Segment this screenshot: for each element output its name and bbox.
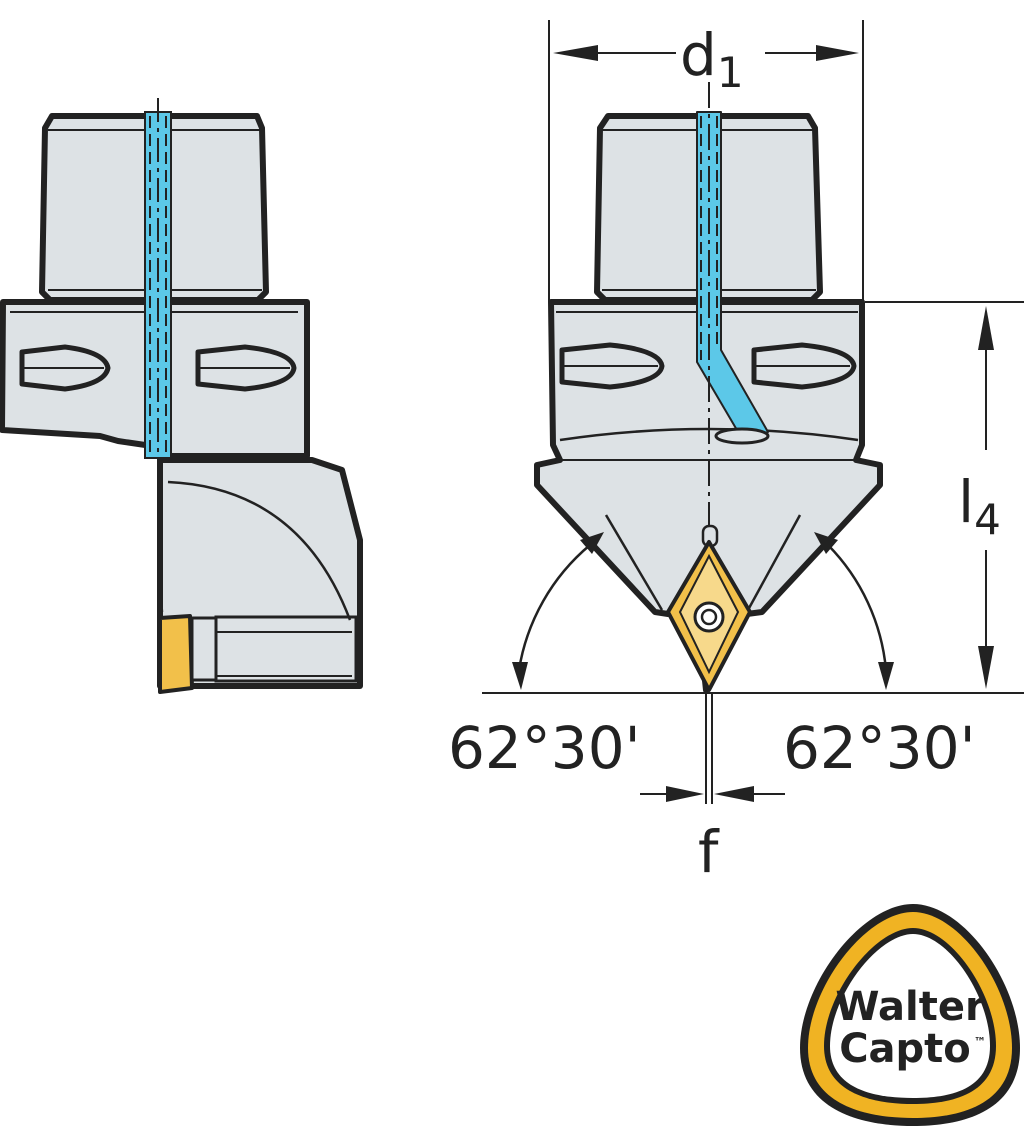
- dimensions: [482, 20, 1024, 804]
- side-view-coolant-channel: [144, 111, 172, 459]
- walter-capto-logo: Walter Capto ™: [800, 904, 1020, 1126]
- logo-text-capto: Capto: [839, 1026, 971, 1072]
- logo-text-walter: Walter: [835, 984, 985, 1030]
- side-view: [0, 98, 363, 694]
- logo-inner-disc: [830, 934, 990, 1098]
- label-l4: l4: [958, 468, 1001, 544]
- label-d1: d1: [680, 21, 744, 97]
- label-angle-left: 62°30': [448, 714, 641, 782]
- logo-trademark: ™: [974, 1035, 986, 1049]
- front-view: [534, 82, 883, 693]
- label-angle-right: 62°30': [783, 714, 976, 782]
- side-view-insert: [158, 614, 194, 694]
- front-view-coolant-channel: [696, 111, 769, 443]
- label-f: f: [698, 818, 720, 886]
- labels: d1 l4 62°30' 62°30' f: [448, 21, 1001, 886]
